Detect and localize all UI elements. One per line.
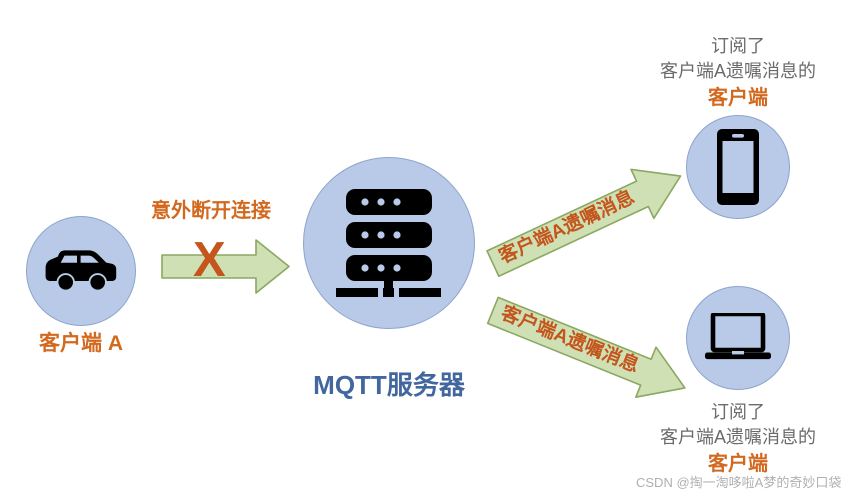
arrow-disconnect-label: 意外断开连接 — [151, 200, 271, 222]
node-mqtt-broker — [303, 157, 475, 329]
node-subscriber-laptop-label-line2: 客户端A遗嘱消息的 — [659, 427, 816, 447]
node-mqtt-broker-label: MQTT服务器 — [313, 370, 465, 400]
smartphone-icon — [717, 129, 759, 205]
node-client-a-label: 客户端 A — [39, 332, 123, 355]
arrow-disconnect — [161, 239, 290, 294]
node-subscriber-laptop — [686, 286, 790, 390]
disconnect-x-icon: X — [193, 233, 226, 287]
csdn-watermark: CSDN @掏一淘哆啦A梦的奇妙口袋 — [636, 475, 842, 490]
arrow-to-laptop: 客户端A遗嘱消息 — [482, 284, 698, 415]
car-icon — [45, 250, 117, 290]
node-client-a — [26, 216, 136, 326]
arrow-to-phone: 客户端A遗嘱消息 — [480, 150, 694, 290]
node-subscriber-phone-label-line1: 订阅了 — [711, 36, 765, 56]
laptop-icon — [705, 313, 771, 360]
node-subscriber-phone-label-line3: 客户端 — [708, 87, 768, 109]
node-subscriber-laptop-label-line1: 订阅了 — [711, 402, 765, 422]
node-subscriber-phone-label-line2: 客户端A遗嘱消息的 — [659, 61, 816, 81]
node-subscriber-laptop-label-line3: 客户端 — [708, 453, 768, 475]
server-icon — [336, 189, 441, 297]
node-subscriber-phone — [686, 115, 790, 219]
